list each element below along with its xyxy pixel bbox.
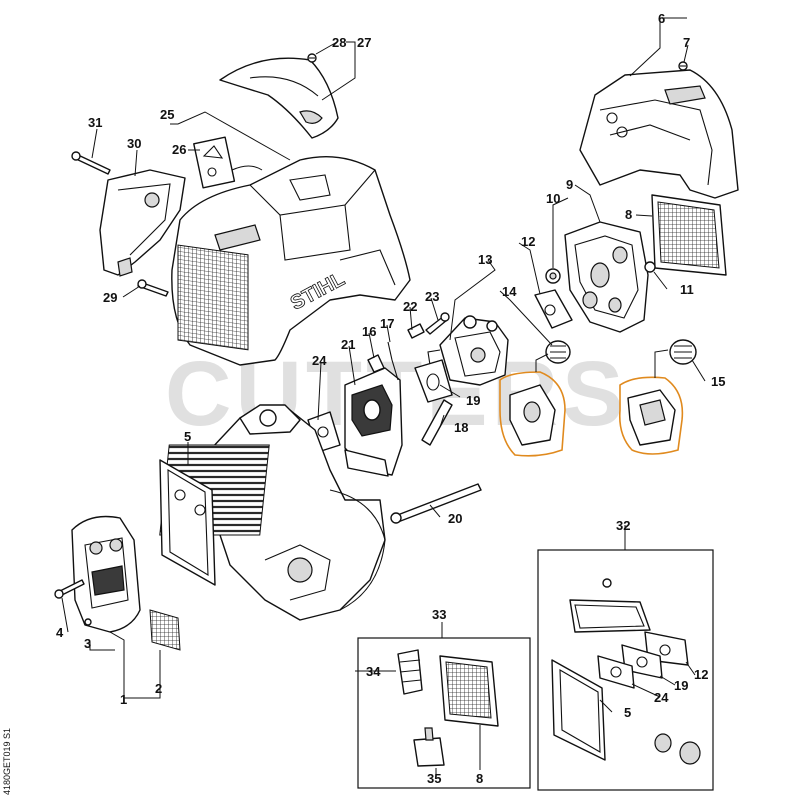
- callout-19: 19: [466, 393, 480, 408]
- callout-28: 28: [332, 35, 346, 50]
- callout-20: 20: [448, 511, 462, 526]
- hose-17-part: [387, 341, 399, 381]
- callout-3: 3: [84, 636, 91, 651]
- callout-14: 14: [502, 284, 517, 299]
- screw-23-part: [425, 312, 450, 335]
- washer-3-part: [84, 618, 92, 626]
- spark-screen-2-part: [149, 609, 181, 651]
- callout-35: 35: [427, 771, 441, 786]
- screw-7-part: [678, 61, 688, 71]
- choke-knob-15-part: [669, 339, 697, 365]
- intake-flange-part: [344, 367, 403, 477]
- callout-7: 7: [683, 35, 690, 50]
- callout-9: 9: [566, 177, 573, 192]
- callout-4: 4: [56, 625, 64, 640]
- callout-17: 17: [380, 316, 394, 331]
- choke-shaft-part: [545, 340, 571, 364]
- screw-4-part: [54, 579, 85, 599]
- callout-22: 22: [403, 299, 417, 314]
- callout-12: 12: [521, 234, 535, 249]
- callout-24-kit: 24: [654, 690, 669, 705]
- decal-arrow: [231, 165, 263, 171]
- callout-21: 21: [341, 337, 355, 352]
- document-id: 4180GET019 S1: [2, 728, 12, 795]
- tube-18-part: [421, 399, 453, 446]
- heat-shield-5-part: [159, 459, 216, 586]
- air-filter-part: [651, 194, 727, 276]
- side-cover-part: [99, 169, 186, 277]
- nut-11-part: [644, 261, 656, 273]
- callout-6: 6: [658, 11, 665, 26]
- gasket-19-part: [414, 359, 453, 403]
- screw-29-part: [137, 279, 169, 297]
- engine-cylinder-part: [159, 404, 386, 621]
- callout-19-kit: 19: [674, 678, 688, 693]
- callout-30: 30: [127, 136, 141, 151]
- detail-highlight-14: [499, 371, 566, 457]
- screw-28-part: [307, 53, 317, 63]
- callout-2: 2: [155, 681, 162, 696]
- callout-11: 11: [680, 282, 694, 297]
- leader-14-highlight: [535, 353, 549, 372]
- muffler-part: [71, 515, 141, 633]
- callout-10: 10: [546, 191, 560, 206]
- callout-8: 8: [625, 207, 632, 222]
- detail-highlight-15: [618, 376, 684, 455]
- callout-16: 16: [362, 324, 376, 339]
- engine-shroud-part: STIHL: [171, 155, 411, 366]
- leader-lines: [61, 17, 706, 776]
- gasket-kit-box: [537, 549, 714, 791]
- callout-33: 33: [432, 607, 446, 622]
- callout-labels: 28 27 6 7 31 30 25 26 29 9 10 8 11 12 13…: [56, 11, 725, 786]
- callout-8-kit: 8: [476, 771, 483, 786]
- callout-23: 23: [425, 289, 439, 304]
- callout-31: 31: [88, 115, 102, 130]
- filter-kit-box: [357, 637, 531, 789]
- callout-29: 29: [103, 290, 117, 305]
- callout-13: 13: [478, 252, 492, 267]
- callout-5-kit: 5: [624, 705, 631, 720]
- filter-base-part: [564, 221, 649, 333]
- carburetor-part: [427, 315, 509, 386]
- callout-18: 18: [454, 420, 468, 435]
- callout-34: 34: [366, 664, 381, 679]
- screw-31-part: [71, 151, 111, 175]
- callout-26: 26: [172, 142, 186, 157]
- callout-24: 24: [312, 353, 327, 368]
- callout-15: 15: [711, 374, 725, 389]
- callout-25: 25: [160, 107, 174, 122]
- callout-1: 1: [120, 692, 127, 707]
- stud-bolt-20-part: [390, 483, 482, 524]
- top-cover-part: [219, 57, 339, 139]
- callout-32: 32: [616, 518, 630, 533]
- callout-12-kit: 12: [694, 667, 708, 682]
- callout-27: 27: [357, 35, 371, 50]
- gasket-12-part: [534, 289, 573, 329]
- air-filter-cover-part: [579, 69, 739, 199]
- callout-5: 5: [184, 429, 191, 444]
- screw-22-part: [407, 323, 425, 339]
- leader-15-highlight: [654, 349, 669, 378]
- warning-decal-part: [193, 136, 236, 189]
- spring-16-part: [367, 354, 385, 373]
- grommet-10-part: [545, 268, 561, 284]
